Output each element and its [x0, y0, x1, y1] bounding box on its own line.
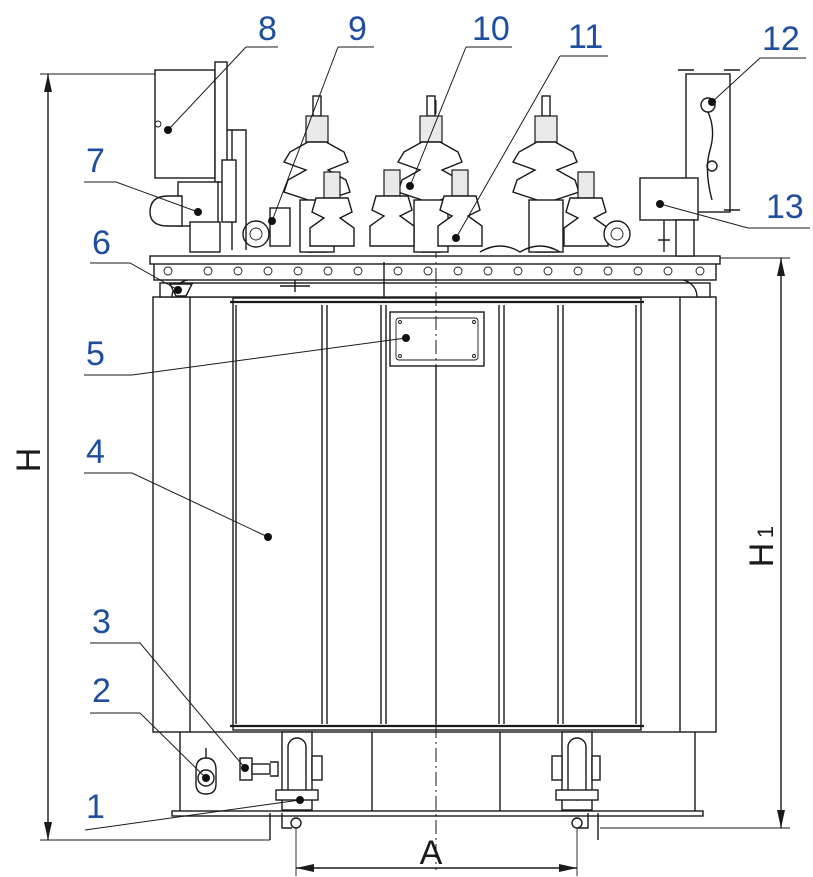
callout-7: 7 [86, 142, 105, 180]
callout-9: 9 [348, 10, 367, 48]
label-a: A [420, 834, 443, 872]
callout-10: 10 [472, 10, 510, 48]
callout-labels: 1 2 3 4 5 6 7 8 9 10 11 12 13 [86, 10, 804, 826]
tank-body [152, 296, 717, 733]
label-h1: H [743, 543, 781, 568]
signal-box [639, 177, 699, 257]
label-h: H [10, 448, 48, 473]
dimension-labels: H H 1 A [10, 448, 781, 872]
tank-cover [149, 255, 721, 298]
callout-6: 6 [92, 224, 111, 262]
callout-2: 2 [92, 672, 111, 710]
callout-4: 4 [86, 433, 105, 471]
callout-8: 8 [258, 10, 277, 48]
dimension-h-overall [40, 73, 270, 841]
cover-eyes [242, 207, 631, 248]
callout-12: 12 [762, 20, 800, 58]
callout-1: 1 [86, 788, 105, 826]
callout-3: 3 [92, 603, 111, 641]
callout-13: 13 [766, 188, 804, 226]
terminal-box [154, 61, 247, 250]
lv-bushings [309, 169, 609, 253]
hv-bushing-right [511, 95, 580, 253]
leader-lines [84, 46, 810, 831]
wheel-right [551, 731, 601, 829]
callout-5: 5 [86, 335, 105, 373]
label-h1-subscript: 1 [753, 526, 778, 538]
callout-11: 11 [568, 18, 603, 56]
wheel-left [275, 731, 323, 829]
gas-relay [149, 181, 221, 253]
base-skid [171, 729, 704, 840]
cover-bolts [163, 266, 705, 276]
